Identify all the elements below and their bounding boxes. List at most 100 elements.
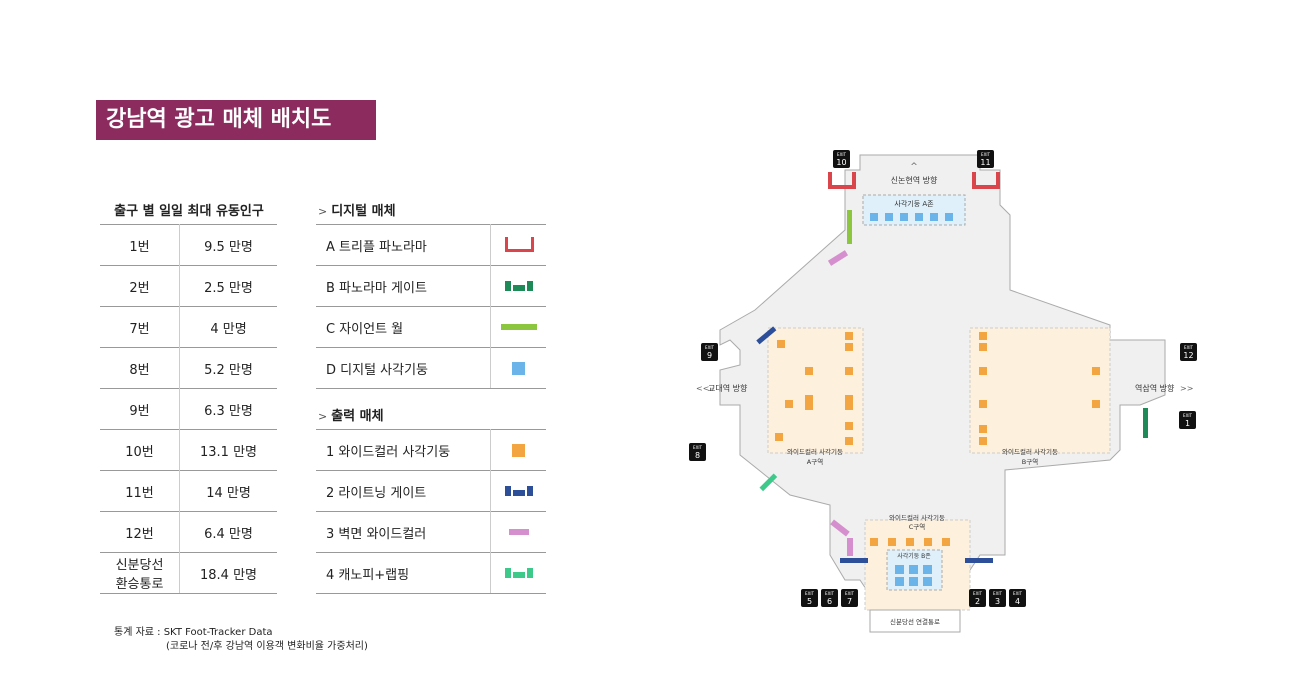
legend-symbol xyxy=(490,224,546,266)
wide-color-pillar-marker xyxy=(777,340,785,348)
exit-number: 2 xyxy=(975,597,980,606)
wide-color-pillar-marker xyxy=(805,402,813,410)
wide-color-pillar-marker xyxy=(942,538,950,546)
flow-value-cell: 9.5 만명 xyxy=(179,224,277,266)
digital-pillar-marker xyxy=(885,213,893,221)
page-title: 강남역 광고 매체 배치도 xyxy=(96,100,376,140)
exit-word: EXIT xyxy=(1184,345,1193,350)
wide-color-pillar-marker xyxy=(845,332,853,340)
area-a-label-1: 와이드컬러 사각기둥 xyxy=(787,447,843,456)
wide-color-pillar-marker xyxy=(775,433,783,441)
flow-value-cell: 13.1 만명 xyxy=(179,429,277,471)
exit-number: 7 xyxy=(847,597,852,606)
area-a-label-2: A구역 xyxy=(807,457,823,466)
area-b-box xyxy=(969,327,1111,454)
flow-exit-cell: 10번 xyxy=(100,429,180,471)
exit-word: EXIT xyxy=(837,152,846,157)
mint-gate-icon xyxy=(505,568,533,578)
digital-pillar-marker xyxy=(945,213,953,221)
flow-value-cell: 6.3 만명 xyxy=(179,388,277,430)
lime-bar-icon xyxy=(501,324,537,330)
exit-word: EXIT xyxy=(1013,591,1022,596)
legend-symbol xyxy=(490,306,546,348)
exit-number: 6 xyxy=(827,597,832,606)
legend-symbol xyxy=(490,265,546,307)
wide-color-pillar-marker xyxy=(979,425,987,433)
area-b-label-2: B구역 xyxy=(1022,457,1038,466)
flow-exit-cell: 12번 xyxy=(100,511,180,553)
legend-row: C 자이언트 월 xyxy=(316,306,546,348)
legend-label: B 파노라마 게이트 xyxy=(316,265,491,307)
digital-pillar-marker xyxy=(870,213,878,221)
flow-value-cell: 5.2 만명 xyxy=(179,347,277,389)
giant-wall-marker xyxy=(847,210,852,244)
pink-bar-icon xyxy=(509,529,529,535)
left-arrow-icon: << xyxy=(696,384,709,393)
source-note: 통계 자료 : SKT Foot-Tracker Data (코로나 전/후 강… xyxy=(114,626,368,654)
legend-label: A 트리플 파노라마 xyxy=(316,224,491,266)
area-c-label-2: C구역 xyxy=(909,522,926,531)
triple-panorama-marker xyxy=(972,172,976,189)
flow-exit-cell: 1번 xyxy=(100,224,180,266)
right-direction-label: 역삼역 방향 xyxy=(1135,383,1175,393)
legend-label: 2 라이트닝 게이트 xyxy=(316,470,491,512)
triple-panorama-marker xyxy=(828,172,832,189)
exit-number: 8 xyxy=(695,451,700,460)
exit-word: EXIT xyxy=(705,345,714,350)
wide-color-pillar-marker xyxy=(979,367,987,375)
lighting-gate-marker xyxy=(756,326,777,345)
lighting-gate-marker xyxy=(840,558,868,563)
exit-word: EXIT xyxy=(1183,413,1192,418)
flow-exit-cell: 신분당선 환승통로 xyxy=(100,552,180,594)
wide-color-pillar-marker xyxy=(805,395,813,403)
chevron-right-icon: > xyxy=(318,205,328,218)
exit-number: 9 xyxy=(707,351,712,360)
wide-color-pillar-marker xyxy=(870,538,878,546)
exit-number: 11 xyxy=(980,158,990,167)
legend-symbol xyxy=(490,470,546,512)
flow-exit-cell: 2번 xyxy=(100,265,180,307)
wide-color-pillar-marker xyxy=(805,367,813,375)
digital-pillar-marker xyxy=(895,577,904,586)
chevron-right-icon: > xyxy=(318,410,328,423)
wide-color-pillar-marker xyxy=(1092,400,1100,408)
wide-color-pillar-marker xyxy=(906,538,914,546)
bottom-corridor-label: 신분당선 연결통로 xyxy=(890,617,940,626)
navy-gate-icon xyxy=(505,486,533,496)
digital-pillar-marker xyxy=(915,213,923,221)
legend-row: 2 라이트닝 게이트 xyxy=(316,470,546,512)
canopy-wrapping-marker xyxy=(759,473,778,492)
exit-word: EXIT xyxy=(973,591,982,596)
legend-row: 3 벽면 와이드컬러 xyxy=(316,511,546,553)
zone-b-label: 사각기둥 B존 xyxy=(897,552,931,560)
station-map: 신논현역 방향 ^ 교대역 방향 << 역삼역 방향 >> 사각기둥 A존 사각… xyxy=(689,150,1197,633)
wide-color-pillar-marker xyxy=(845,343,853,351)
orange-square-icon xyxy=(512,444,525,457)
flow-value-cell: 18.4 만명 xyxy=(179,552,277,594)
wide-color-pillar-marker xyxy=(979,437,987,445)
flow-exit-cell: 11번 xyxy=(100,470,180,512)
exit-number: 10 xyxy=(836,158,846,167)
wide-color-pillar-marker xyxy=(888,538,896,546)
wall-wide-color-marker xyxy=(847,538,853,556)
wide-color-pillar-marker xyxy=(845,367,853,375)
zone-a-box xyxy=(862,194,966,226)
exit-word: EXIT xyxy=(845,591,854,596)
digital-media-header: >디지털 매체 xyxy=(318,204,396,219)
legend-row: 4 캐노피+랩핑 xyxy=(316,552,546,594)
